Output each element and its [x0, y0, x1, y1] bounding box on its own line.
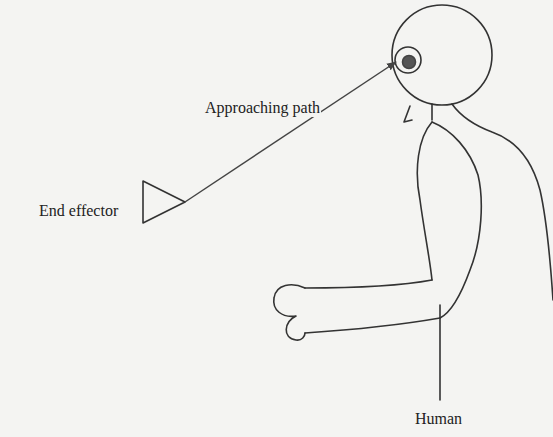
end-effector-triangle: [143, 181, 185, 223]
forearm-bottom: [305, 318, 440, 333]
nose: [404, 106, 412, 122]
torso-front: [439, 305, 441, 400]
pupil: [403, 56, 416, 69]
fist: [274, 285, 305, 340]
approaching-path-arrow: [185, 62, 396, 202]
text-label: Approaching path: [204, 99, 321, 117]
upper-arm-front: [417, 122, 432, 280]
text-label: Human: [414, 410, 463, 428]
forearm-top: [305, 280, 432, 288]
eye: [395, 47, 421, 73]
neck: [431, 104, 433, 120]
text-label: End effector: [38, 202, 119, 220]
upper-arm: [432, 122, 481, 318]
back-outline: [452, 104, 553, 300]
head: [392, 5, 492, 105]
